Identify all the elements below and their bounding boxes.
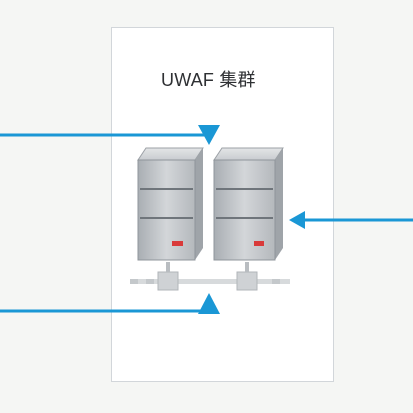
- cluster-title: UWAF 集群: [161, 70, 256, 90]
- network-switch-icon: [130, 262, 290, 291]
- arrow-right: [289, 211, 413, 229]
- arrow-top-left: [0, 125, 220, 145]
- arrow-bottom-left: [0, 293, 220, 314]
- server-right-icon: [213, 147, 284, 261]
- server-left-icon: [137, 147, 204, 261]
